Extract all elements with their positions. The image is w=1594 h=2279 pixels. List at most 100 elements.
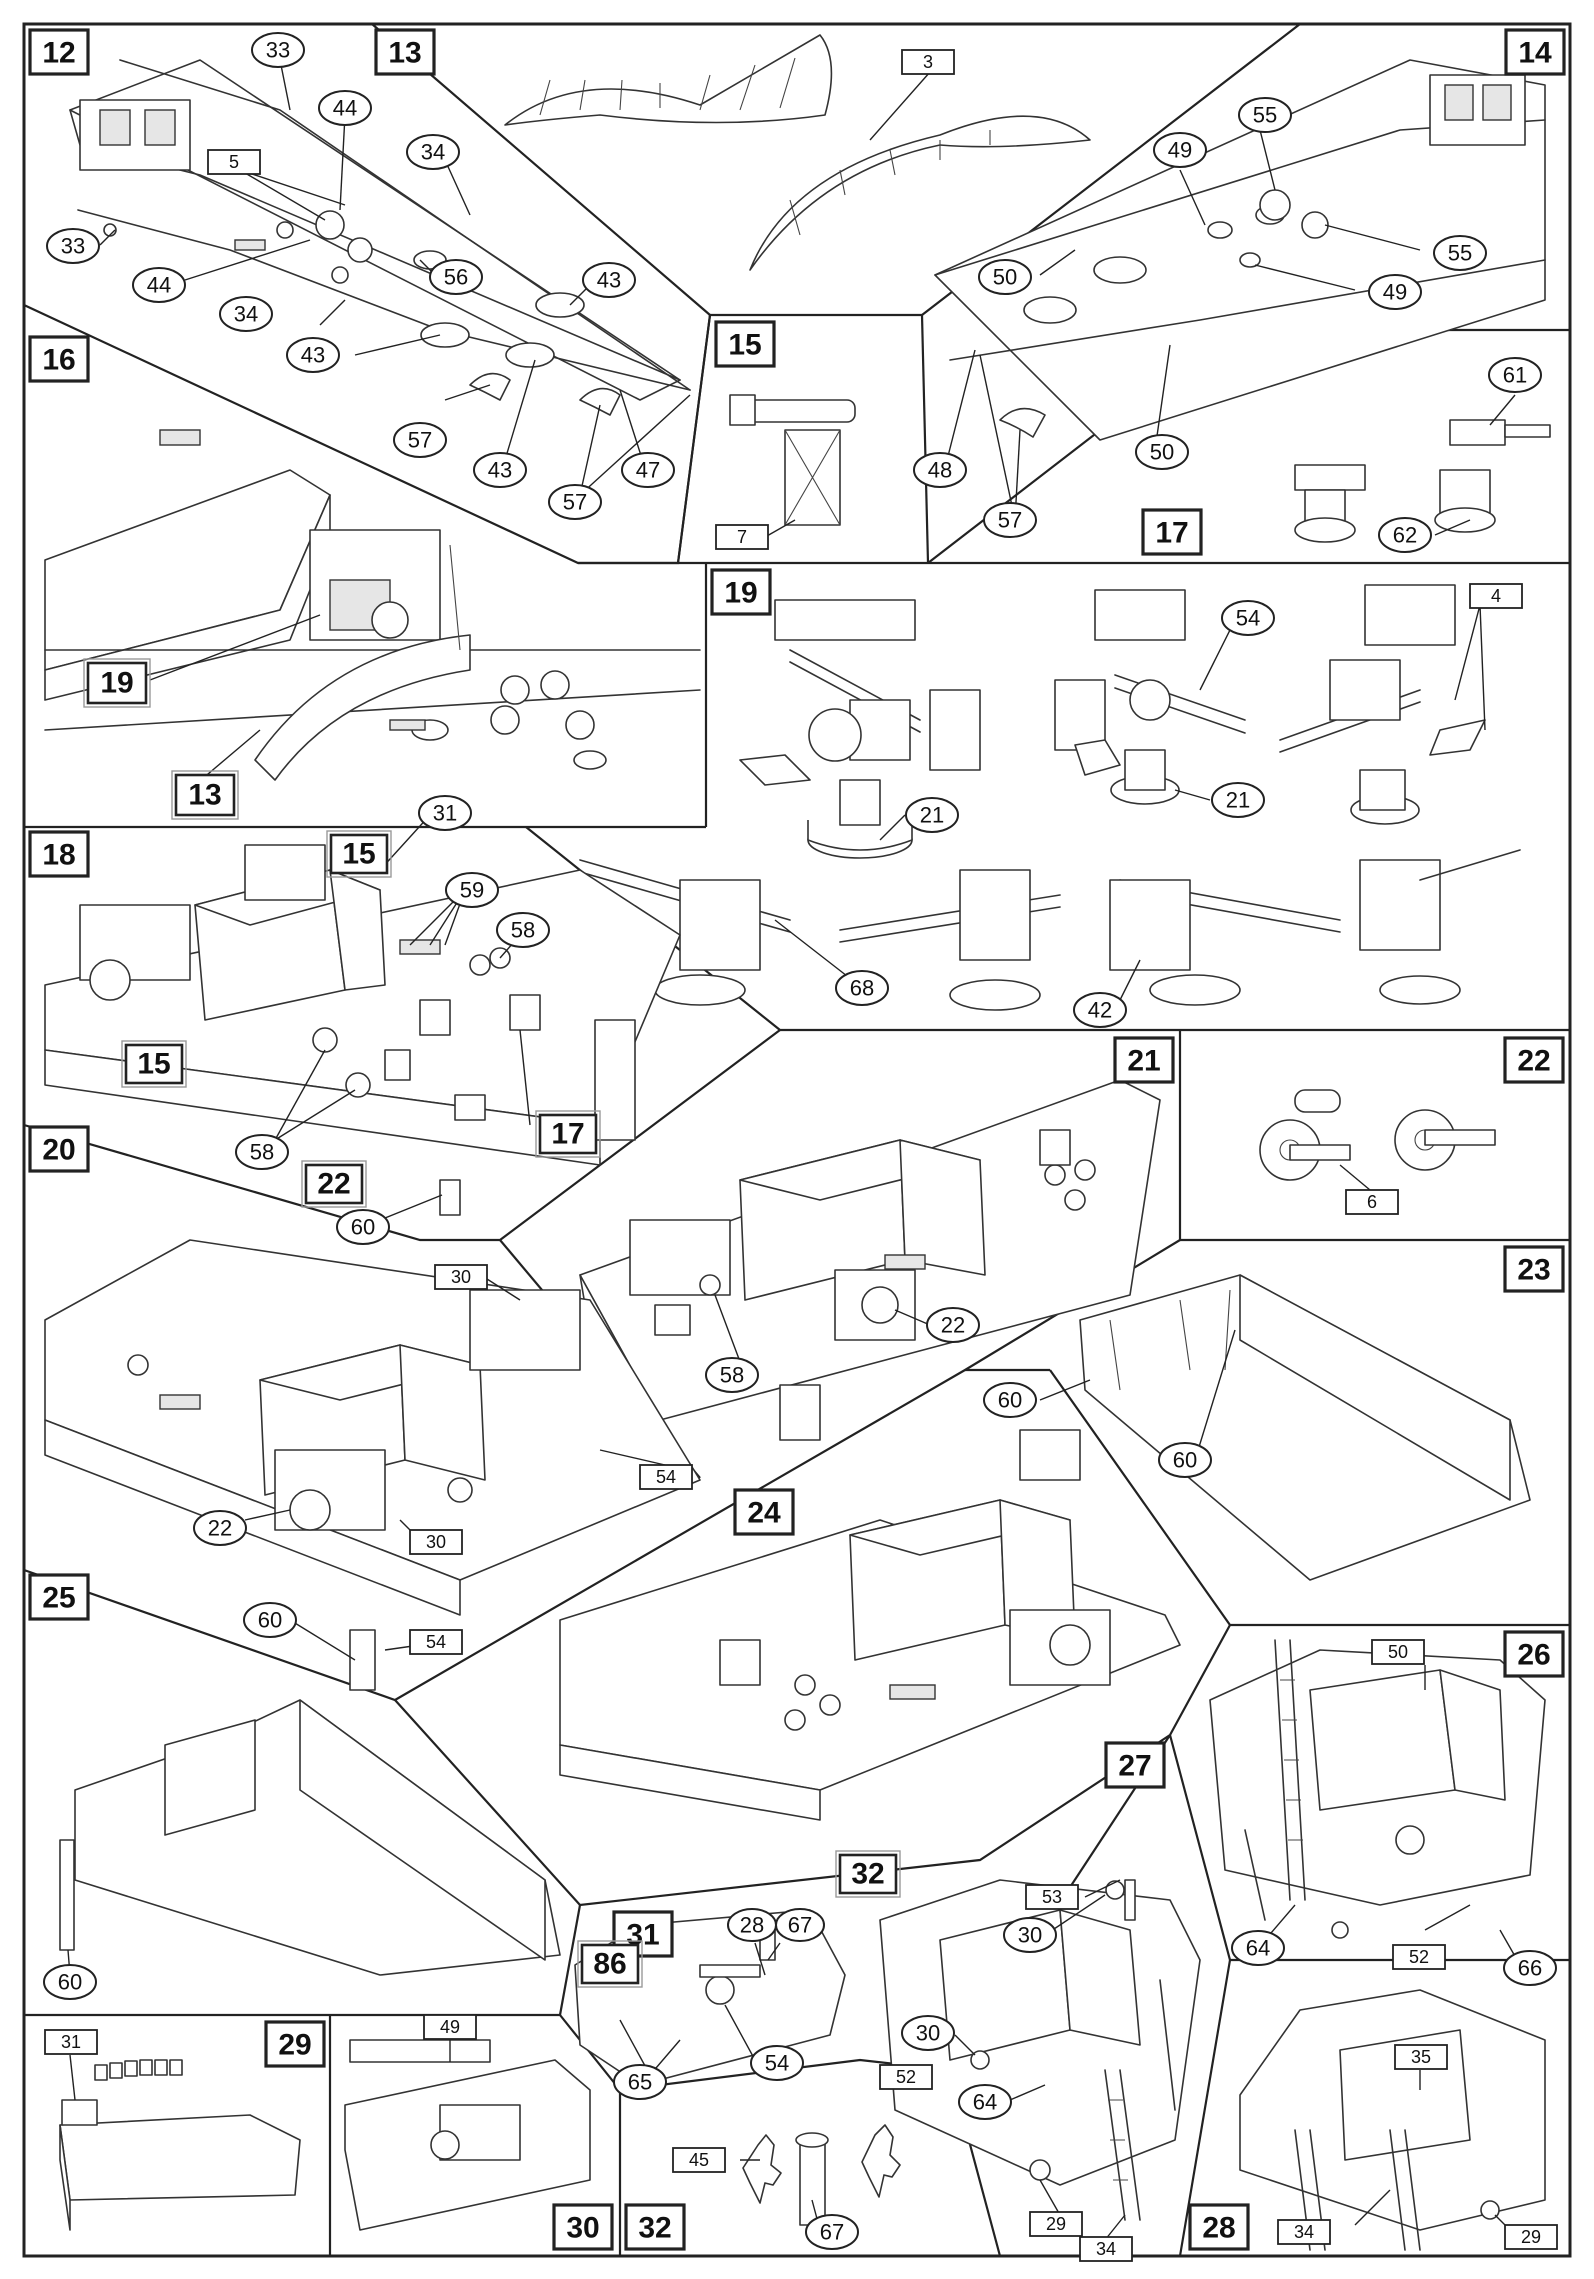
ref-step-32: 32 xyxy=(835,1850,901,1898)
boxed-part-numbers: 5 3 7 4 6 30 54 30 54 50 52 53 52 29 34 … xyxy=(44,49,1558,2262)
box-part-30: 30 xyxy=(409,1529,463,1555)
svg-text:50: 50 xyxy=(993,265,1017,290)
svg-text:26: 26 xyxy=(1517,1639,1550,1672)
svg-text:54: 54 xyxy=(1236,606,1260,631)
part-34: 34 xyxy=(406,134,460,170)
svg-text:34: 34 xyxy=(234,302,258,327)
svg-text:42: 42 xyxy=(1088,998,1112,1023)
part-55: 55 xyxy=(1238,97,1292,133)
svg-text:47: 47 xyxy=(636,458,660,483)
part-21: 21 xyxy=(1211,782,1265,818)
part-58: 58 xyxy=(235,1134,289,1170)
step-24-label: 24 xyxy=(733,1488,795,1536)
box-part-53: 53 xyxy=(1025,1884,1079,1910)
panel-16-midship xyxy=(44,429,701,786)
svg-text:67: 67 xyxy=(820,2220,844,2245)
part-64: 64 xyxy=(1231,1930,1285,1966)
part-48: 48 xyxy=(913,452,967,488)
svg-text:34: 34 xyxy=(421,140,445,165)
part-60: 60 xyxy=(1158,1442,1212,1478)
svg-text:17: 17 xyxy=(1155,517,1188,550)
part-21: 21 xyxy=(905,797,959,833)
panel-19-gun-assembly xyxy=(579,584,1521,1011)
svg-text:59: 59 xyxy=(460,878,484,903)
svg-text:86: 86 xyxy=(593,1948,626,1981)
svg-text:44: 44 xyxy=(147,273,171,298)
part-61: 61 xyxy=(1488,357,1542,393)
ref-step-17: 17 xyxy=(535,1110,601,1158)
part-57: 57 xyxy=(548,484,602,520)
part-54: 54 xyxy=(750,2045,804,2081)
panel-30-railing xyxy=(344,2039,591,2231)
ref-step-22: 22 xyxy=(301,1160,367,1208)
part-43: 43 xyxy=(582,262,636,298)
circled-part-numbers: 33 44 34 33 44 5 6 43 34 43 57 43 47 57 5… xyxy=(43,32,1557,2250)
svg-text:24: 24 xyxy=(747,1497,781,1530)
part-33: 33 xyxy=(46,228,100,264)
step-13-label: 13 xyxy=(374,28,436,76)
svg-text:66: 66 xyxy=(1518,1956,1542,1981)
svg-text:31: 31 xyxy=(61,2032,81,2052)
box-part-52: 52 xyxy=(879,2064,933,2090)
part-55: 55 xyxy=(1433,235,1487,271)
ref-step-86: 86 xyxy=(577,1940,643,1988)
svg-text:29: 29 xyxy=(1521,2227,1541,2247)
svg-text:60: 60 xyxy=(998,1388,1022,1413)
svg-text:6: 6 xyxy=(1367,1192,1377,1212)
svg-text:21: 21 xyxy=(1226,788,1250,813)
part-50: 50 xyxy=(1135,434,1189,470)
part-66: 66 xyxy=(1503,1950,1557,1986)
part-59: 59 xyxy=(445,872,499,908)
svg-text:32: 32 xyxy=(638,2212,671,2245)
step-27-label: 27 xyxy=(1104,1741,1166,1789)
svg-text:58: 58 xyxy=(250,1140,274,1165)
part-49: 49 xyxy=(1153,132,1207,168)
svg-text:15: 15 xyxy=(342,838,375,871)
panel-23-hull-section xyxy=(1039,1274,1531,1581)
svg-text:29: 29 xyxy=(278,2029,311,2062)
svg-text:58: 58 xyxy=(720,1363,744,1388)
ref-step-15-top: 15 xyxy=(326,830,392,878)
svg-text:23: 23 xyxy=(1517,1254,1550,1287)
part-68: 68 xyxy=(835,970,889,1006)
svg-text:43: 43 xyxy=(488,458,512,483)
box-part-31: 31 xyxy=(44,2029,98,2055)
svg-text:34: 34 xyxy=(1096,2239,1116,2259)
part-44: 44 xyxy=(132,267,186,303)
svg-text:54: 54 xyxy=(765,2051,789,2076)
step-30-label: 30 xyxy=(552,2203,614,2251)
step-16-label: 16 xyxy=(28,335,90,383)
ref-step-13: 13 xyxy=(171,770,239,820)
svg-text:44: 44 xyxy=(333,96,357,121)
svg-text:64: 64 xyxy=(1246,1936,1270,1961)
part-65: 65 xyxy=(613,2064,667,2100)
part-54: 54 xyxy=(1221,600,1275,636)
svg-text:58: 58 xyxy=(511,918,535,943)
part-33: 33 xyxy=(251,32,305,68)
panel-24-deck-assembly xyxy=(559,1429,1181,1821)
svg-text:12: 12 xyxy=(42,37,75,70)
svg-text:14: 14 xyxy=(1518,37,1552,70)
part-57: 57 xyxy=(983,502,1037,538)
step-23-label: 23 xyxy=(1503,1245,1565,1293)
svg-text:45: 45 xyxy=(689,2150,709,2170)
panel-15-searchlight xyxy=(729,394,856,541)
box-part-5: 5 xyxy=(207,149,261,175)
panel-20-deck-assembly xyxy=(44,1239,701,1691)
svg-text:52: 52 xyxy=(1409,1947,1429,1967)
step-25-label: 25 xyxy=(28,1573,90,1621)
svg-text:61: 61 xyxy=(1503,363,1527,388)
svg-text:43: 43 xyxy=(301,343,325,368)
box-part-52: 52 xyxy=(1392,1944,1446,1970)
svg-text:50: 50 xyxy=(1388,1642,1408,1662)
svg-text:21: 21 xyxy=(1127,1045,1160,1078)
panel-14-bow-railings xyxy=(934,59,1546,521)
part-60: 60 xyxy=(243,1602,297,1638)
svg-text:49: 49 xyxy=(1168,138,1192,163)
svg-text:16: 16 xyxy=(42,344,75,377)
svg-text:53: 53 xyxy=(1042,1887,1062,1907)
svg-text:29: 29 xyxy=(1046,2214,1066,2234)
svg-text:31: 31 xyxy=(433,801,457,826)
